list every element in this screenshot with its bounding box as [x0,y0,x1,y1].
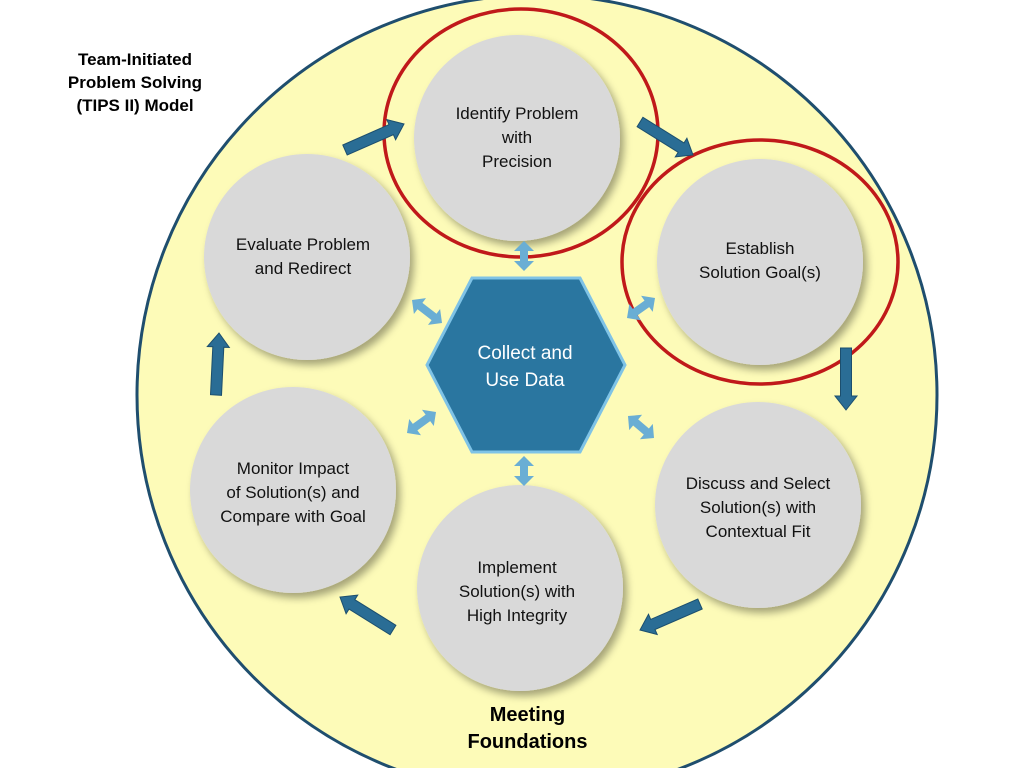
double-headed-arrow-icon [628,414,654,440]
block-arrow-icon [639,598,703,636]
model-title-line: (TIPS II) Model [76,96,194,115]
step-node-identify [414,35,620,241]
block-arrow-icon [206,332,231,396]
step-node-evaluate [204,154,410,360]
step-label-line: Precision [482,152,552,171]
collect-data-label-line: Collect and [477,343,573,364]
double-headed-arrow-icon [627,295,655,321]
double-headed-arrow-icon [514,456,534,486]
step-label-line: and Redirect [254,259,352,278]
step-label-line: of Solution(s) and [226,483,360,502]
step-node-discuss [655,402,861,608]
step-label-monitor: Monitor Impact of Solution(s) and Compar… [198,453,388,533]
step-node-monitor [190,387,396,593]
step-label-line: Identify Problem [455,104,579,123]
step-label-line: Solution(s) with [458,582,576,601]
highlight-ring-establish [620,138,900,386]
step-label-line: Evaluate Problem [235,235,371,254]
model-title-line: Problem Solving [67,73,203,92]
block-arrow-icon [339,594,397,636]
double-headed-arrow-icon [514,241,534,271]
step-label-identify: Identify Problem with Precision [422,98,612,178]
step-label-line: Compare with Goal [220,507,366,526]
block-arrow-icon [636,116,694,158]
double-headed-arrow-icon [412,298,442,325]
step-node-implement [417,485,623,691]
step-label-line: with [501,128,533,147]
collect-data-label-line: Use Data [485,370,565,391]
step-label-establish: Establish Solution Goal(s) [665,236,855,286]
step-label-line: Contextual Fit [705,522,811,541]
meeting-foundations-line: Meeting [489,704,566,726]
double-headed-arrow-icon [407,409,436,436]
meeting-foundations-label: Meeting Foundations [420,702,635,756]
collect-data-hexagon [425,276,627,454]
step-label-line: Solution Goal(s) [699,263,821,282]
block-arrow-icon [833,347,859,411]
collect-data-label: Collect and Use Data [435,340,615,394]
step-label-line: Establish [725,239,795,258]
meeting-foundations-line: Foundations [467,731,588,753]
step-label-evaluate: Evaluate Problem and Redirect [208,232,398,282]
step-label-line: Discuss and Select [685,474,831,493]
step-label-discuss: Discuss and Select Solution(s) with Cont… [663,468,853,548]
step-label-line: Monitor Impact [236,459,350,478]
block-arrow-icon [342,118,405,156]
model-title: Team-Initiated Problem Solving (TIPS II)… [20,48,250,117]
step-label-line: Implement [477,558,557,577]
step-label-line: High Integrity [466,606,568,625]
step-node-establish [657,159,863,365]
step-label-line: Solution(s) with [699,498,817,517]
model-title-line: Team-Initiated [78,50,192,69]
step-label-implement: Implement Solution(s) with High Integrit… [422,552,612,632]
